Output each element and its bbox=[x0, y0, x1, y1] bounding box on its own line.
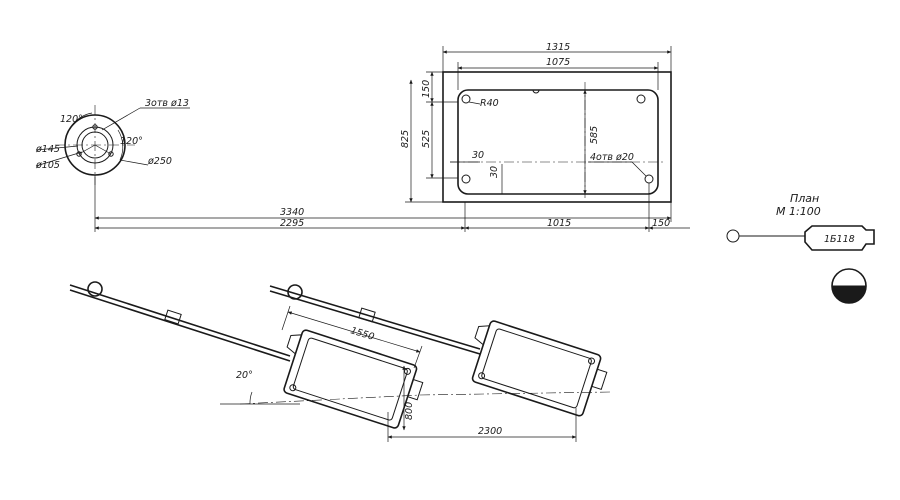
machine-right-body bbox=[471, 320, 602, 417]
angle-label: 20° bbox=[236, 370, 253, 381]
layout-view: 20° 1550 800 2300 bbox=[69, 281, 611, 442]
flange-leader-d145 bbox=[35, 145, 79, 151]
foundation-hole-bl bbox=[461, 174, 471, 184]
flange-holes-label: 3отв ø13 bbox=[145, 98, 189, 109]
layout-centerline-2 bbox=[419, 391, 611, 396]
plan-column-icon bbox=[726, 229, 740, 243]
machine-left-inner bbox=[292, 337, 408, 421]
dim-2300-label: 2300 bbox=[478, 426, 502, 437]
foundation-outer-rect bbox=[442, 71, 672, 203]
dim-1075-label: 1075 bbox=[546, 57, 570, 68]
rail-left-b bbox=[69, 289, 291, 362]
holes-label: 4отв ø20 bbox=[590, 152, 634, 163]
rail-right-a bbox=[269, 285, 481, 350]
plan-half-circle-fill bbox=[832, 286, 866, 303]
rail-left-coupling bbox=[164, 309, 182, 325]
machine-right-inner bbox=[481, 328, 592, 409]
dim-1015-label: 1015 bbox=[547, 218, 571, 229]
dim-1550-label: 1550 bbox=[349, 325, 375, 343]
plan-title: План bbox=[790, 192, 819, 205]
plan-scale: М 1:100 bbox=[776, 205, 821, 218]
dim-1550-line bbox=[287, 311, 421, 353]
column-left-icon bbox=[87, 281, 103, 297]
flange-leader-holes bbox=[101, 107, 141, 131]
dim-30b-label: 30 bbox=[489, 166, 500, 178]
flange-view: 120° 120° 3отв ø13 ø250 ø145 ø105 bbox=[35, 98, 190, 185]
flange-radial-1 bbox=[94, 144, 112, 155]
machine-right-hole-1 bbox=[478, 372, 486, 380]
plan-symbol: План М 1:100 1Б118 bbox=[726, 192, 875, 304]
base-dimensions: 3340 2295 1015 150 bbox=[94, 175, 690, 232]
foundation-view: 1315 1075 825 150 525 585 30 30 R40 4отв… bbox=[400, 42, 672, 203]
machine-right-hole-2 bbox=[588, 357, 596, 365]
dim-3340-label: 3340 bbox=[280, 207, 304, 218]
machine-right-head bbox=[474, 325, 491, 346]
layout-centerline-1 bbox=[239, 394, 421, 405]
machine-left-head bbox=[286, 334, 303, 355]
rail-right-b bbox=[269, 290, 481, 355]
foundation-hole-tr bbox=[636, 94, 646, 104]
machine-right-tail bbox=[591, 368, 608, 391]
flange-angle-top-label: 120° bbox=[60, 114, 83, 125]
flange-d250-label: ø250 bbox=[147, 156, 172, 167]
angle-arc bbox=[249, 391, 253, 405]
dim-585-label: 585 bbox=[589, 126, 600, 144]
foundation-notch bbox=[532, 89, 540, 94]
dim-825-label: 825 bbox=[400, 130, 411, 148]
dim-30a-label: 30 bbox=[472, 150, 484, 161]
foundation-inner-rect bbox=[457, 89, 659, 195]
machine-right bbox=[471, 320, 608, 417]
r40-leader bbox=[468, 101, 481, 105]
dim-800-label: 800 bbox=[404, 402, 415, 420]
plan-machine-label: 1Б118 bbox=[824, 234, 855, 245]
flange-hole-2 bbox=[108, 151, 114, 157]
holes-leader bbox=[631, 161, 647, 177]
flange-d145-label: ø145 bbox=[35, 144, 60, 155]
machine-left-tail bbox=[407, 378, 424, 401]
flange-leader-d250 bbox=[119, 159, 149, 166]
machine-left-hole-1 bbox=[289, 384, 297, 392]
dim-1550-ext-r bbox=[413, 345, 423, 369]
dim-1550-ext-l bbox=[281, 305, 291, 331]
flange-d105-label: ø105 bbox=[35, 160, 60, 171]
dim-1315-label: 1315 bbox=[546, 42, 570, 53]
machine-left-body bbox=[283, 329, 418, 429]
foundation-hole-br bbox=[644, 174, 654, 184]
dim-525-label: 525 bbox=[421, 130, 432, 148]
foundation-hole-tl bbox=[461, 94, 471, 104]
dim-150-label: 150 bbox=[421, 80, 432, 98]
rail-left-a bbox=[69, 284, 291, 357]
flange-angle-arc-right bbox=[117, 129, 124, 161]
flange-leader-d105 bbox=[35, 151, 83, 167]
flange-angle-arc-top bbox=[69, 112, 93, 129]
flange-hole-3 bbox=[76, 151, 82, 157]
r40-label: R40 bbox=[480, 98, 499, 109]
flange-angle-right-label: 120° bbox=[120, 136, 143, 147]
flange-radial-2 bbox=[78, 144, 96, 155]
dim-2295-label: 2295 bbox=[280, 218, 304, 229]
dim-150b-label: 150 bbox=[652, 218, 670, 229]
plan-machine-outline bbox=[804, 225, 875, 251]
